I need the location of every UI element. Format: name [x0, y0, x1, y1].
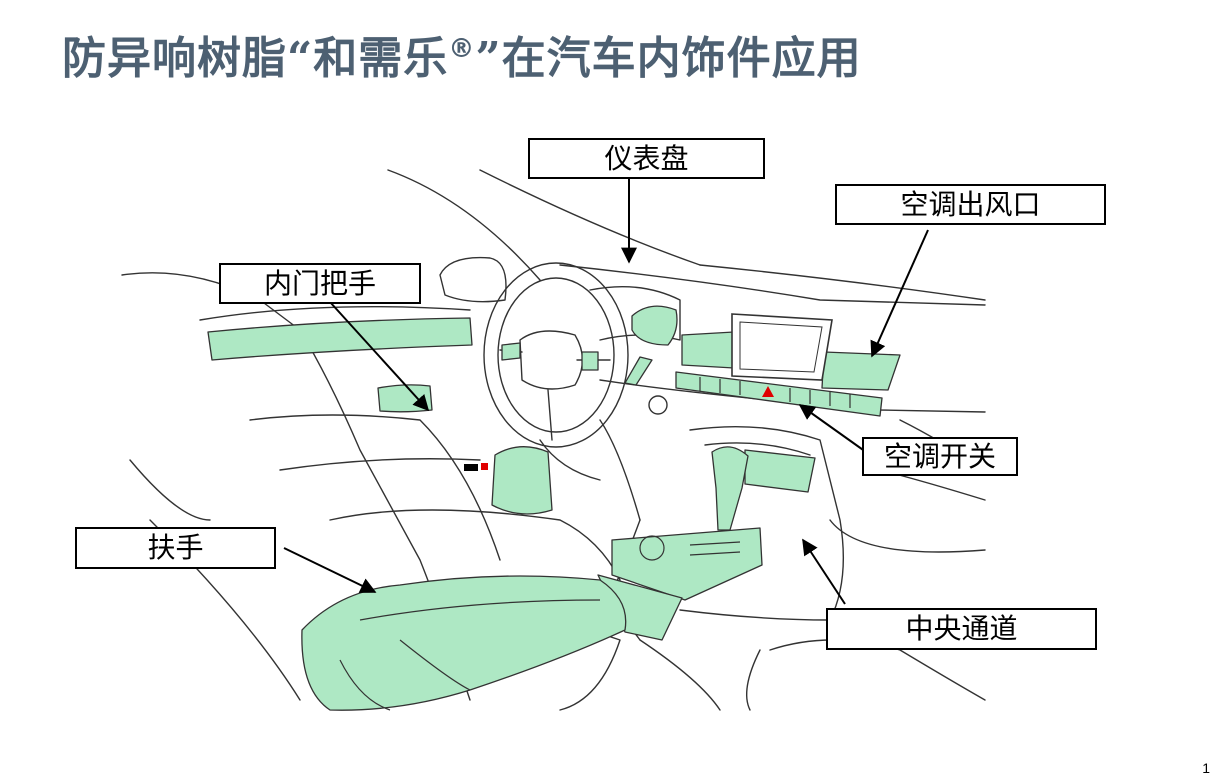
armrest-seam-3	[399, 639, 471, 691]
console-tunnel	[679, 609, 831, 621]
registered-mark: ®	[448, 34, 476, 64]
floor-line	[639, 639, 721, 711]
page-number: 1	[1202, 760, 1210, 776]
console-control-panel	[611, 527, 763, 601]
arrow-ac-vent	[870, 229, 929, 358]
steering-column	[539, 439, 601, 481]
infotainment-screen-inner	[739, 321, 823, 373]
door-trim-strip	[207, 317, 473, 361]
ac-vent-right	[821, 351, 901, 391]
door-switch-black	[464, 464, 478, 471]
title-main: 防异响树脂“和需乐	[62, 33, 449, 84]
ac-switch-buttons	[699, 377, 851, 408]
steering-hub	[519, 330, 584, 390]
a-pillar-line	[387, 169, 541, 281]
steering-button-left	[501, 342, 521, 361]
dash-vent-left	[631, 305, 678, 346]
label-inner-door-handle: 内门把手	[219, 263, 421, 304]
console-buttons	[639, 535, 741, 561]
door-lower-panel	[249, 414, 501, 561]
steering-spoke-b	[547, 389, 553, 441]
arrow-center-console	[802, 538, 846, 605]
steering-wheel-outer	[483, 262, 629, 448]
center-stack-inner	[704, 442, 811, 456]
console-top-panel	[744, 449, 816, 493]
arrow-door-handle	[329, 301, 430, 412]
dashboard-front	[599, 419, 641, 521]
armrest-part	[301, 575, 627, 711]
dashboard-top	[559, 264, 986, 306]
label-ac-vent: 空调出风口	[835, 184, 1106, 225]
door-bottom	[129, 459, 211, 521]
start-button	[648, 395, 668, 415]
arrow-armrest	[283, 547, 377, 593]
armrest-seam-2	[339, 659, 391, 711]
steering-button-right	[581, 351, 599, 371]
center-console-right	[829, 519, 986, 553]
label-dashboard: 仪表盘	[528, 138, 765, 179]
armrest-seam-1	[359, 599, 601, 621]
windshield-line	[479, 169, 701, 266]
instrument-cluster	[589, 286, 681, 341]
hazard-triangle-icon	[762, 386, 774, 397]
gear-shifter	[711, 446, 749, 531]
label-center-console: 中央通道	[826, 608, 1097, 650]
arrow-ac-switch	[798, 404, 867, 453]
label-ac-switch: 空调开关	[862, 437, 1018, 476]
label-armrest: 扶手	[75, 527, 276, 569]
side-mirror	[439, 256, 507, 303]
door-switch-red	[481, 463, 488, 470]
ac-vent-center-left	[681, 331, 735, 369]
roof-line	[699, 264, 986, 301]
title-suffix: ”在汽车内饰件应用	[475, 33, 862, 84]
wiper-stalk	[624, 356, 653, 386]
door-pocket	[279, 458, 481, 471]
right-seat-edge	[745, 649, 761, 711]
seat-back	[329, 509, 621, 581]
inner-door-handle-part	[377, 384, 433, 413]
page-title: 防异响树脂“和需乐®”在汽车内饰件应用	[62, 22, 862, 86]
steering-wheel-inner	[497, 277, 615, 433]
center-stack	[689, 425, 845, 621]
door-panel-top	[199, 305, 471, 321]
door-speaker-part	[491, 446, 553, 515]
